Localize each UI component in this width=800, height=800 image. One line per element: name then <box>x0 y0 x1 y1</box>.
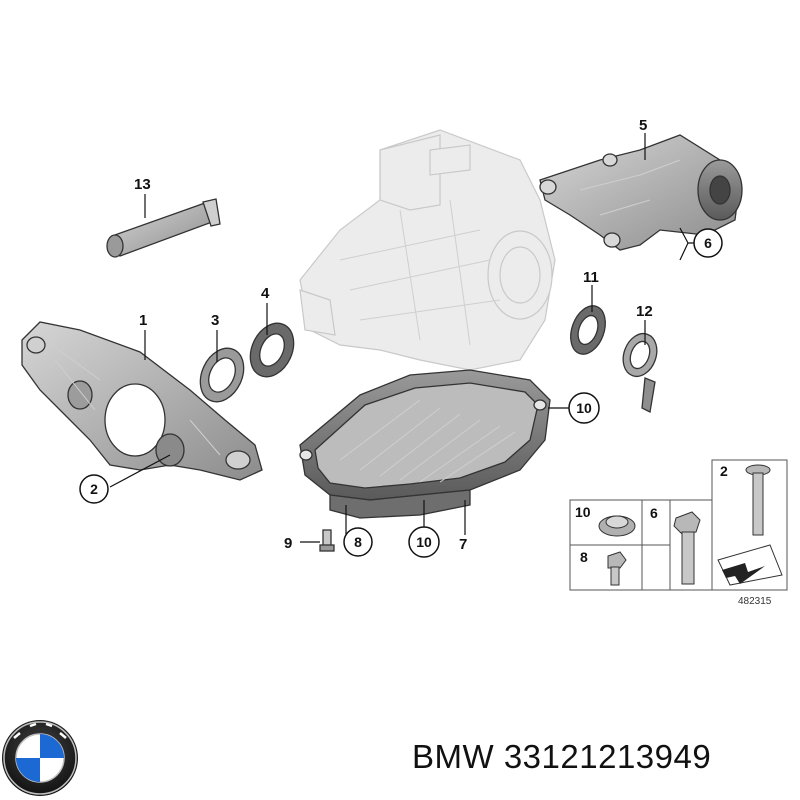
legend-bolt-6 <box>673 511 701 585</box>
part-caption: BMW 33121213949 <box>412 738 711 776</box>
part-1-carrier-bracket <box>21 321 263 481</box>
caption-brand: BMW <box>412 738 495 775</box>
legend-label-8: 8 <box>580 549 588 565</box>
callout-10b: 10 <box>416 534 432 550</box>
part-9-bleeder-screw <box>319 529 335 552</box>
callout-13: 13 <box>134 176 151 193</box>
part-7-cover <box>299 369 551 519</box>
callout-8-circle: 8 <box>343 527 373 557</box>
part-13-sealant-tube <box>106 198 221 258</box>
part-4-shaft-seal <box>249 322 295 378</box>
callout-12: 12 <box>636 303 653 320</box>
part-12-retaining-ring <box>622 332 658 413</box>
differential-housing-ghost <box>299 129 556 371</box>
caption-part-number: 33121213949 <box>503 738 712 775</box>
callout-9: 9 <box>284 535 292 552</box>
legend-screw-8 <box>607 551 627 586</box>
callout-10b-circle: 10 <box>408 526 440 558</box>
part-5-mount-bracket <box>539 134 743 251</box>
callout-labels: 1 2 3 4 5 6 7 8 9 10 10 11 12 13 <box>79 117 723 558</box>
legend-label-10: 10 <box>575 504 591 520</box>
part-11-flange-seal <box>570 305 606 355</box>
leader-lines <box>109 133 694 543</box>
callout-2-circle: 2 <box>79 474 109 504</box>
legend-label-2: 2 <box>720 463 728 479</box>
callout-10a-circle: 10 <box>568 392 600 424</box>
callout-8: 8 <box>354 534 362 550</box>
callout-11: 11 <box>583 269 599 286</box>
callout-10a: 10 <box>576 400 592 416</box>
legend-bolt-2 <box>745 464 771 536</box>
legend-nut-10 <box>598 515 636 537</box>
part-3-shaft-seal <box>199 347 245 403</box>
callout-5: 5 <box>639 117 647 134</box>
callout-6-circle: 6 <box>693 228 723 258</box>
legend-label-6: 6 <box>650 505 658 521</box>
callout-4: 4 <box>261 285 270 302</box>
legend-arrow-icon <box>717 544 783 586</box>
bmw-roundel-icon <box>2 720 78 796</box>
callout-2: 2 <box>90 481 98 497</box>
callout-7: 7 <box>459 536 467 553</box>
callout-6: 6 <box>704 235 712 251</box>
fastener-legend: 10 6 2 8 482315 <box>569 459 788 607</box>
callout-3: 3 <box>211 312 219 329</box>
legend-ref-number: 482315 <box>738 596 772 607</box>
callout-1: 1 <box>139 312 147 329</box>
